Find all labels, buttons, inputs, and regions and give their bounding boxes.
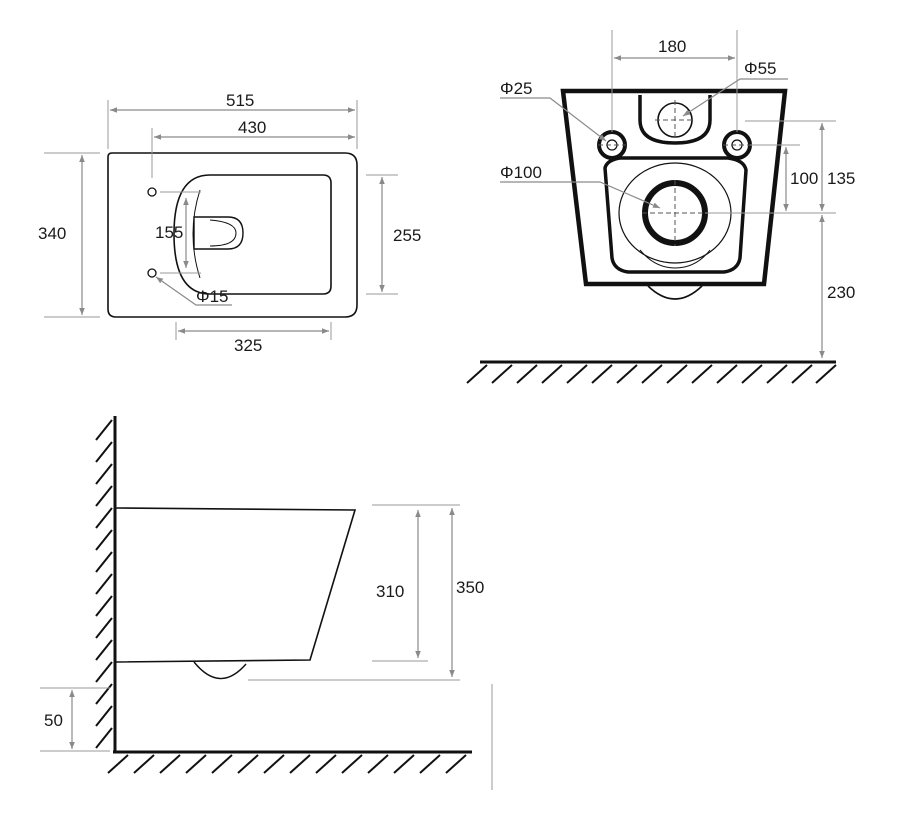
label-foot-height: 50 [44, 711, 63, 730]
label-top-to-drain: 135 [827, 169, 855, 188]
front-view-floor-hatching [466, 364, 837, 384]
top-view-hole-lower [147, 268, 157, 278]
label-hole-diameter: Φ15 [196, 287, 228, 306]
label-bolt-to-drain: 100 [790, 169, 818, 188]
bolt-diameter-leader [500, 97, 607, 142]
front-view-base-bulge [647, 285, 703, 300]
top-view-body-outline [107, 152, 358, 318]
label-bowl-length: 325 [234, 336, 262, 355]
top-view-bowl-inner-line [192, 189, 201, 279]
label-hole-spacing: 155 [155, 223, 183, 242]
top-view-bowl-outline [173, 174, 332, 295]
label-outlet-diameter: Φ55 [744, 59, 776, 78]
top-view-hole-upper [147, 187, 157, 197]
outlet-diameter-leader [682, 78, 788, 117]
side-view-wall-hatching [95, 419, 113, 749]
label-front-height: 310 [376, 582, 404, 601]
top-view-outlet-inner [209, 219, 237, 247]
label-bolt-diameter: Φ25 [500, 79, 532, 98]
label-drain-height: 230 [827, 283, 855, 302]
label-width-inner: 430 [238, 118, 266, 137]
label-drain-diameter: Φ100 [500, 163, 542, 182]
hole-diameter-leader [155, 276, 232, 306]
side-view-floor-hatching [107, 754, 467, 774]
front-view-outlet-notch [638, 95, 712, 145]
front-view-body-outline [560, 88, 788, 287]
label-bolt-spacing: 180 [658, 37, 686, 56]
label-width-overall: 515 [226, 91, 254, 110]
side-view: 310 350 50 [40, 416, 493, 790]
top-view: 515 430 340 255 325 155 Φ15 [38, 91, 421, 355]
front-view: 180 Φ55 Φ25 Φ100 100 135 230 [466, 30, 855, 384]
side-view-body-outline [115, 507, 357, 663]
drain-diameter-leader [500, 181, 661, 209]
label-total-height: 350 [456, 578, 484, 597]
label-rim-depth: 255 [393, 226, 421, 245]
label-depth-overall: 340 [38, 224, 66, 243]
top-view-outlet [193, 216, 244, 250]
side-view-base-bulge [193, 661, 247, 680]
